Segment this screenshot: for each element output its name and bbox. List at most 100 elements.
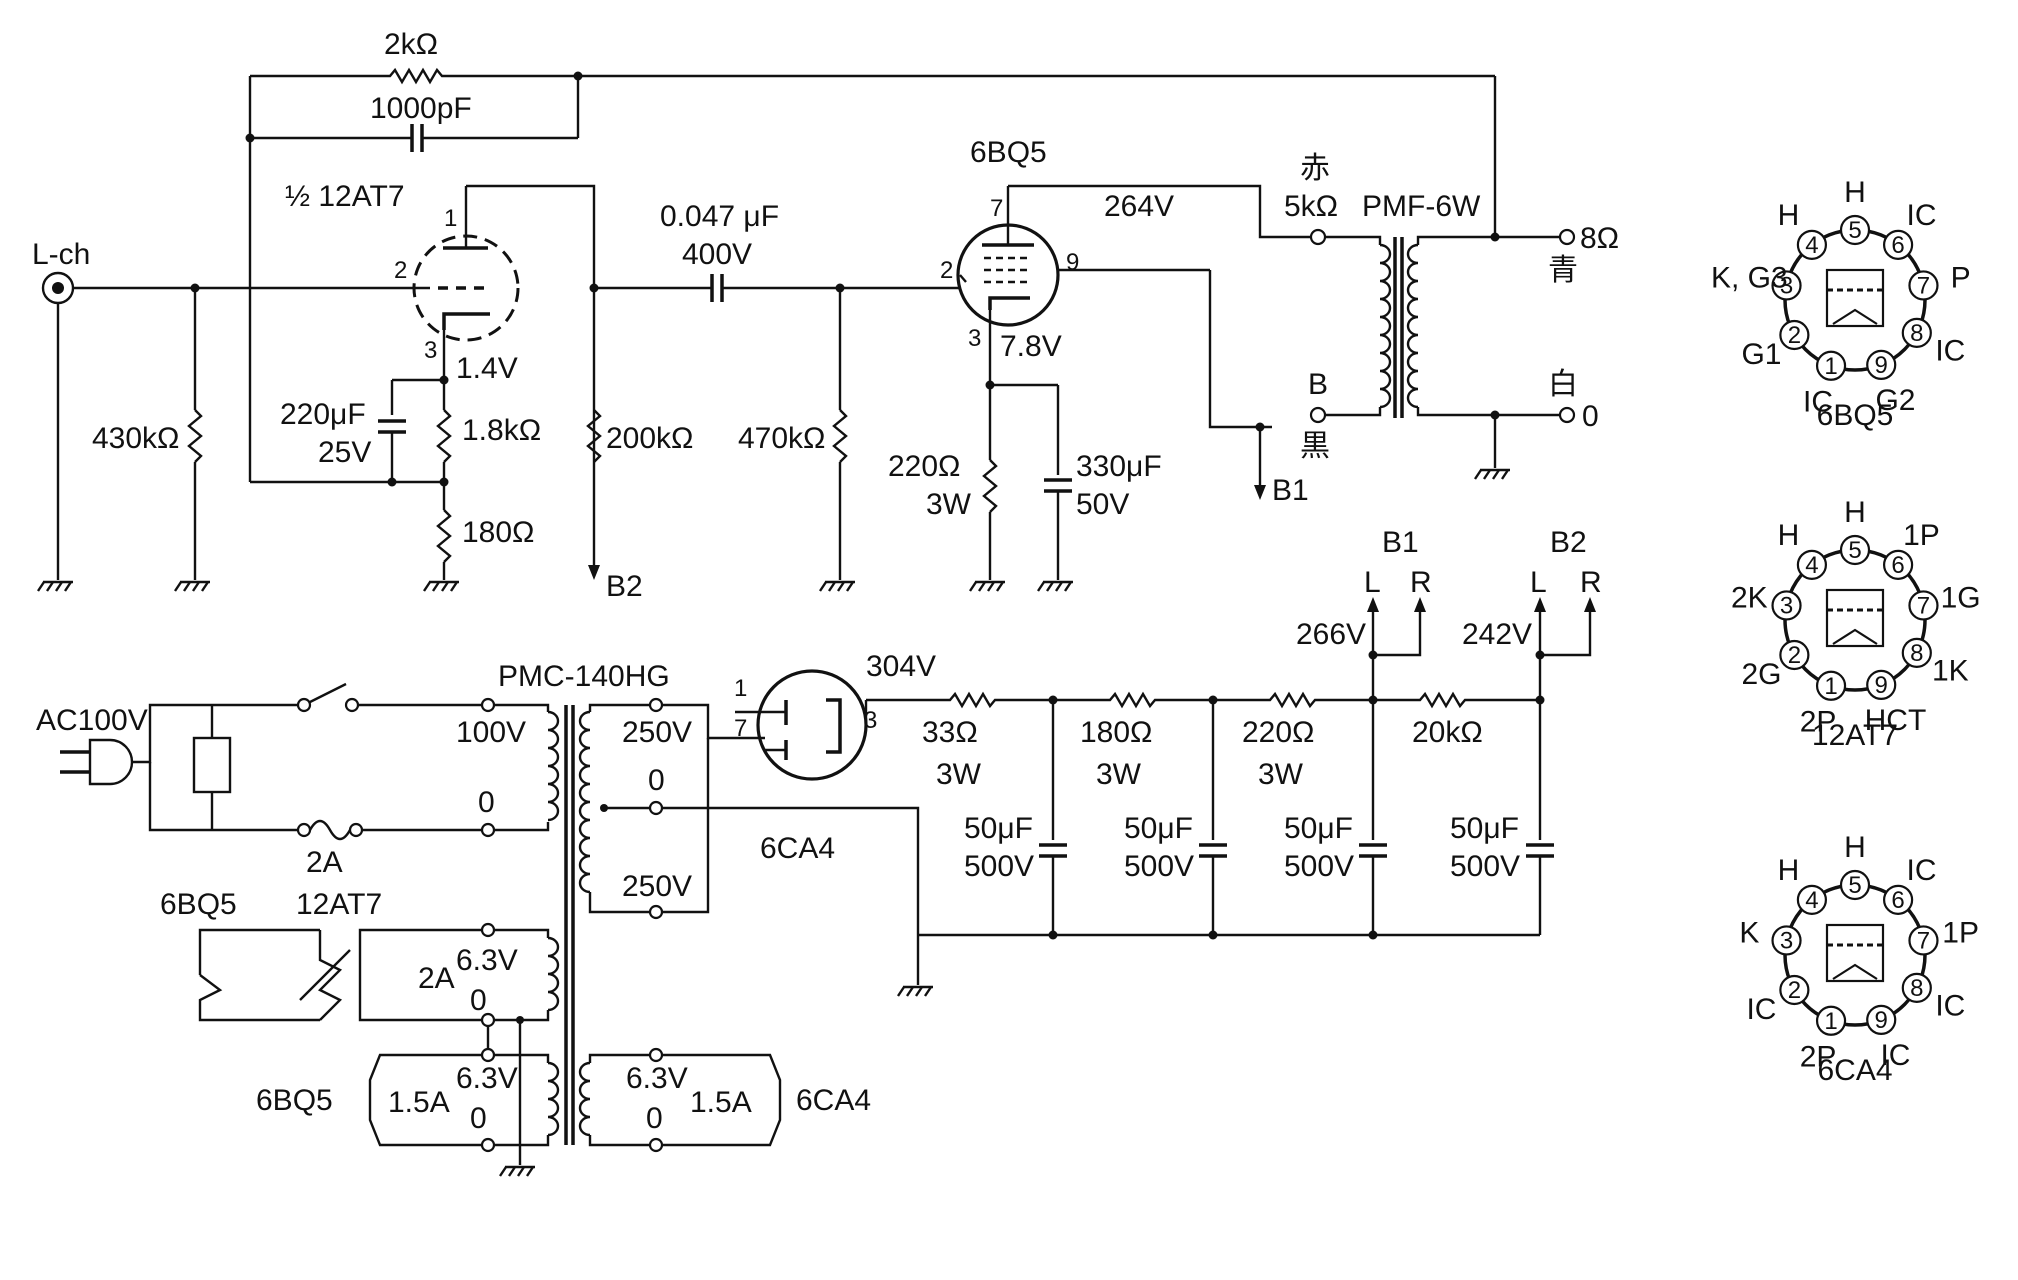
filter-c2-label: 50μF bbox=[1124, 812, 1193, 845]
hv-250v-b-label: 250V bbox=[622, 870, 692, 903]
filter-c1-voltage: 500V bbox=[964, 850, 1034, 883]
pinout-tube-name: 12AT7 bbox=[1812, 719, 1898, 752]
h1-current-label: 2A bbox=[418, 962, 455, 995]
pinout-pin-label: 1K bbox=[1932, 655, 1969, 688]
feedback-cap-label: 1000pF bbox=[370, 92, 472, 125]
pinout-electrode bbox=[1825, 268, 1885, 328]
b1-supply-voltage: 266V bbox=[1296, 618, 1366, 651]
hv-0-label: 0 bbox=[648, 764, 665, 797]
filter-c2-voltage: 500V bbox=[1124, 850, 1194, 883]
v1-cathode-voltage: 1.4V bbox=[456, 352, 518, 385]
pinout-pin-label: 2P bbox=[1800, 705, 1837, 738]
coupling-grid-resistor-label: 470kΩ bbox=[738, 422, 825, 455]
pinout-pin-2 bbox=[1779, 319, 1810, 351]
v2-6bq5-stage: 6BQ5 7 2 9 3 264V 7.8V 220Ω 3W 330μF 50V… bbox=[888, 136, 1318, 593]
pinout-pin-8 bbox=[1901, 637, 1932, 668]
pinout-electrode bbox=[1825, 588, 1885, 648]
fuse-rating-label: 2A bbox=[306, 846, 343, 879]
pinout-pin-1 bbox=[1815, 1005, 1847, 1036]
pinout-pin-label: 2G bbox=[1741, 658, 1781, 691]
filter-r3-label: 220Ω bbox=[1242, 716, 1314, 749]
pinout-heater bbox=[1832, 628, 1878, 645]
b2-supply-label: B2 bbox=[1550, 526, 1587, 559]
pinout-pin-9 bbox=[1866, 1004, 1897, 1036]
pinout-pin-6 bbox=[1882, 229, 1914, 260]
coupling-cap-voltage: 400V bbox=[682, 238, 752, 271]
pinout-pin-number: 4 bbox=[1805, 552, 1818, 579]
pinout-pin-label: K bbox=[1739, 917, 1759, 950]
pinout-pin-label: IC bbox=[1880, 1039, 1910, 1072]
h1-zero-label: 0 bbox=[470, 984, 487, 1017]
ot-b-label: B bbox=[1308, 368, 1328, 401]
filter-r3-watts: 3W bbox=[1258, 758, 1304, 791]
pinout-pin-9 bbox=[1866, 669, 1897, 701]
coupling-section: 0.047 μF 400V 470kΩ bbox=[594, 200, 960, 593]
pinout-pin-4 bbox=[1796, 229, 1828, 260]
pinout-pin-label: K, G3 bbox=[1711, 262, 1788, 295]
h1-tube-a-label: 6BQ5 bbox=[160, 888, 237, 921]
pinout-pin-5 bbox=[1839, 869, 1871, 901]
pinout-pin-1 bbox=[1815, 670, 1847, 701]
pinout-pin-number: 6 bbox=[1891, 232, 1904, 259]
ot-black-label: 黒 bbox=[1300, 430, 1330, 463]
v2-cathode-cap-voltage: 50V bbox=[1076, 488, 1129, 521]
v2-pin7: 7 bbox=[990, 195, 1003, 222]
filter-c1-label: 50μF bbox=[964, 812, 1033, 845]
pinout-pin-label: H bbox=[1844, 176, 1866, 209]
ot-red-impedance: 5kΩ bbox=[1284, 190, 1338, 223]
pinout-pin-3 bbox=[1771, 925, 1802, 956]
pinout-pin-4 bbox=[1796, 884, 1828, 915]
v2-pin3: 3 bbox=[968, 325, 981, 352]
pinout-pin-number: 9 bbox=[1875, 672, 1888, 699]
v2-plate-voltage: 264V bbox=[1104, 190, 1174, 223]
v2-pin9: 9 bbox=[1066, 249, 1079, 276]
pinout-pin-label: H bbox=[1778, 199, 1800, 232]
filter-c3-label: 50μF bbox=[1284, 812, 1353, 845]
pinout-pin-label: H bbox=[1844, 831, 1866, 864]
pinout-tube-name: 6CA4 bbox=[1817, 1054, 1892, 1087]
h1-tube-b-label: 12AT7 bbox=[296, 888, 382, 921]
v1-12at7-stage: ½ 12AT7 1 2 3 1.4V 220μF 25V 1.8kΩ 180Ω … bbox=[250, 180, 693, 603]
v1-bypass-cap-voltage: 25V bbox=[318, 436, 371, 469]
power-transformer-label: PMC-140HG bbox=[498, 660, 670, 693]
h1-voltage-label: 6.3V bbox=[456, 944, 518, 977]
pinout-pin-label: IC bbox=[1935, 335, 1965, 368]
pinout-pin-number: 5 bbox=[1848, 537, 1861, 564]
pinout-pin-7 bbox=[1908, 925, 1939, 956]
pinout-pin-label: IC bbox=[1935, 990, 1965, 1023]
v1-pin1: 1 bbox=[444, 205, 457, 232]
input-grid-resistor-label: 430kΩ bbox=[92, 422, 179, 455]
primary-0-label: 0 bbox=[478, 786, 495, 819]
coupling-cap-label: 0.047 μF bbox=[660, 200, 779, 233]
filter-r4-label: 20kΩ bbox=[1412, 716, 1483, 749]
v2-pin2: 2 bbox=[940, 257, 953, 284]
pinout-pin-number: 3 bbox=[1780, 272, 1793, 299]
pinout-pin-6 bbox=[1882, 884, 1914, 915]
pinout-heater bbox=[1832, 963, 1878, 980]
rect-pin1: 1 bbox=[734, 675, 747, 702]
pinout-pin-label: IC bbox=[1803, 385, 1833, 418]
pinout-pin-number: 7 bbox=[1917, 927, 1930, 954]
pinout-pin-label: 1G bbox=[1941, 582, 1981, 615]
h3-tube-label: 6CA4 bbox=[796, 1084, 871, 1117]
v2-cathode-voltage: 7.8V bbox=[1000, 330, 1062, 363]
ot-white-label: 白 bbox=[1548, 368, 1578, 401]
pinout-pin-number: 2 bbox=[1788, 642, 1801, 669]
pinout-pin-8 bbox=[1901, 972, 1932, 1003]
feedback-resistor-label: 2kΩ bbox=[384, 28, 438, 61]
b2-r-label: R bbox=[1580, 566, 1602, 599]
rect-output-voltage: 304V bbox=[866, 650, 936, 683]
pinout-pin-7 bbox=[1908, 270, 1939, 301]
pinout-pin-7 bbox=[1908, 590, 1939, 621]
filter-r1-label: 33Ω bbox=[922, 716, 978, 749]
b2-l-label: L bbox=[1530, 566, 1547, 599]
b1-r-label: R bbox=[1410, 566, 1432, 599]
pinout-tube-name: 6BQ5 bbox=[1817, 399, 1894, 432]
v1-bypass-cap-label: 220μF bbox=[280, 398, 366, 431]
ot-blue-label: 青 bbox=[1548, 254, 1578, 287]
h3-voltage-label: 6.3V bbox=[626, 1062, 688, 1095]
